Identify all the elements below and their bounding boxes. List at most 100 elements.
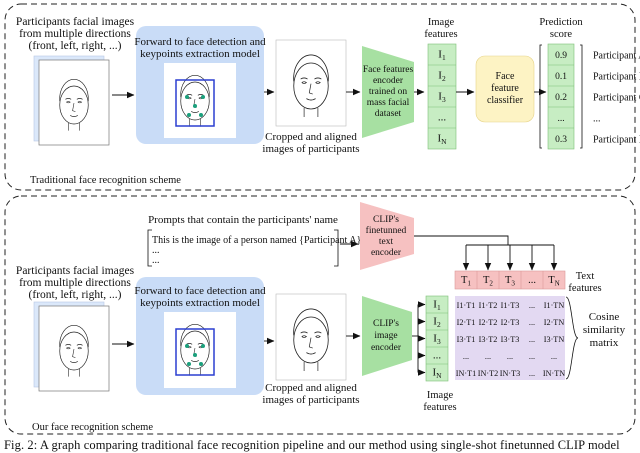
text-features-title: features (568, 283, 601, 294)
participant-label: Participant C (593, 93, 640, 104)
matrix-brace (565, 296, 579, 380)
svg-text:...: ... (152, 255, 160, 266)
matrix-cell: ... (529, 335, 535, 344)
traditional-classifier-label: classifier (487, 95, 524, 106)
text-encoder-label: CLIP's finetunned text encoder (366, 215, 407, 258)
image-feature-connectors (412, 301, 426, 376)
svg-text:Participants facial images: Participants facial images (16, 16, 135, 28)
svg-text:This is the image of a person: This is the image of a person named {Par… (152, 235, 364, 246)
traditional-encoder-shape (362, 46, 414, 138)
traditional-score-title: score (550, 29, 572, 40)
image-encoder-shape (362, 296, 412, 376)
ours-input-label: Participants facial images from multiple… (16, 265, 135, 301)
traditional-score-title: Prediction (539, 17, 583, 28)
matrix-cell: IN·TN (543, 369, 565, 378)
image-feature-item: ... (433, 350, 442, 362)
ours-panel (4, 195, 636, 435)
svg-text:from multiple directions: from multiple directions (19, 28, 131, 40)
ours-input-images (33, 301, 110, 392)
traditional-detection-label: Forward to face detection and (134, 36, 266, 48)
score-column (547, 43, 575, 150)
matrix-cell: I2·T1 (457, 318, 476, 327)
image-encoder-label: CLIP's image encoder (371, 319, 402, 353)
matrix-cell: I1·T3 (501, 301, 520, 310)
svg-text:text: text (379, 237, 394, 247)
svg-text:finetunned: finetunned (366, 225, 407, 236)
matrix-cell: I3·TN (544, 335, 565, 344)
traditional-classifier-label: Face (496, 71, 515, 82)
matrix-cell: IN·T2 (478, 369, 498, 378)
pipeline-diagram: Participants facial images from multiple… (4, 3, 640, 435)
traditional-feature-item: I2 (438, 70, 446, 84)
ours-cropped-label: Cropped and aligned (265, 382, 357, 394)
prediction-score: 0.3 (555, 135, 567, 145)
matrix-cell: I3·T3 (501, 335, 520, 344)
prompts-box: This is the image of a person named {Par… (147, 229, 364, 267)
text-feature-connectors (462, 244, 558, 271)
matrix-cell: IN·T1 (456, 369, 476, 378)
traditional-classifier-label: feature (491, 83, 519, 94)
matrix-cell: I3·T1 (457, 335, 476, 344)
matrix-cell: ... (529, 318, 535, 327)
connector (414, 235, 509, 245)
matrix-cell: ... (529, 369, 535, 378)
traditional-feature-item: IN (437, 133, 447, 147)
image-feature-item: I2 (433, 316, 441, 330)
traditional-detection-face (164, 63, 236, 138)
score-bracket-right (580, 44, 583, 149)
score-bracket-left (539, 44, 542, 149)
participant-label: Participant N (593, 135, 640, 146)
text-features-title: Text (576, 271, 595, 282)
prompts-title: Prompts that contain the participants' n… (148, 214, 338, 226)
matrix-cell: ... (529, 301, 535, 310)
image-feature-column (425, 295, 449, 382)
svg-text:(front, left, right, ...): (front, left, right, ...) (29, 289, 122, 301)
ours-cropped-image (275, 293, 347, 381)
participant-label: Participant A (593, 51, 640, 62)
svg-text:encoder: encoder (373, 76, 404, 86)
matrix-cell: ... (551, 352, 557, 361)
text-feature-item: TN (548, 275, 560, 288)
svg-text:dataset: dataset (375, 109, 402, 119)
matrix-cell: I3·T2 (479, 335, 498, 344)
matrix-cell: ... (485, 352, 491, 361)
svg-text:trained on: trained on (369, 87, 408, 97)
svg-text:Face features: Face features (363, 64, 414, 75)
traditional-input-images (33, 55, 110, 146)
matrix-cell: ... (463, 352, 469, 361)
text-feature-item: T1 (461, 275, 471, 288)
text-feature-item: ... (528, 275, 536, 286)
matrix-cell: ... (529, 352, 535, 361)
text-feature-row (454, 270, 566, 290)
matrix-label: matrix (590, 337, 619, 349)
svg-text:image: image (374, 331, 397, 341)
matrix-cell: I1·T2 (479, 301, 498, 310)
matrix-cell: I1·T1 (457, 301, 476, 310)
matrix-cell: IN·T3 (500, 369, 520, 378)
matrix-label: similarity (583, 324, 626, 336)
image-feature-item: I3 (433, 333, 441, 347)
matrix-cell: I2·T2 (479, 318, 498, 327)
prediction-score: 0.2 (555, 93, 567, 103)
traditional-feature-item: ... (438, 112, 447, 124)
traditional-features-title: Image (428, 17, 455, 28)
svg-text:(front, left, right, ...): (front, left, right, ...) (29, 40, 122, 52)
matrix-cell: I2·T3 (501, 318, 520, 327)
traditional-scheme-label: Traditional face recognition scheme (30, 175, 181, 186)
traditional-classifier-box (475, 55, 535, 123)
text-encoder-shape (360, 202, 414, 270)
traditional-input-label: Participants facial images from multiple… (16, 16, 135, 52)
traditional-cropped-image (275, 39, 347, 127)
text-feature-item: T3 (505, 275, 515, 288)
prediction-score: 0.1 (555, 72, 567, 82)
svg-text:...: ... (152, 245, 160, 256)
traditional-cropped-label: Cropped and aligned (265, 131, 357, 143)
prediction-score: ... (557, 114, 564, 124)
traditional-panel (4, 3, 636, 191)
svg-text:encoder: encoder (371, 343, 402, 353)
